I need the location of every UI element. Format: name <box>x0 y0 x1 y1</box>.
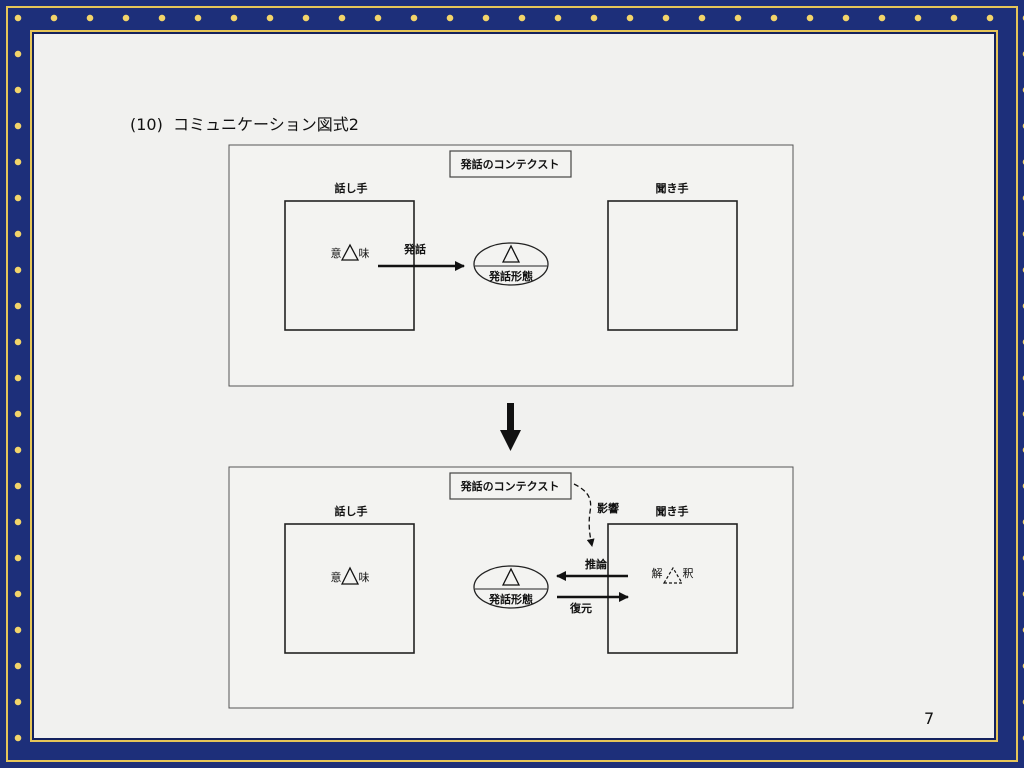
influence-label: 影響 <box>597 501 619 515</box>
bottom-speaker-box <box>284 523 415 654</box>
bottom-form-label: 発話形態 <box>488 592 533 606</box>
top-form-ellipse <box>473 242 549 286</box>
interpretation-triangle-icon <box>662 566 684 584</box>
top-listener-label: 聞き手 <box>656 181 689 195</box>
bottom-form-ellipse <box>473 565 549 609</box>
top-form-label: 発話形態 <box>488 269 533 283</box>
bottom-meaning-right: 味 <box>359 571 370 584</box>
top-listener-box <box>607 200 738 331</box>
top-speaker-label: 話し手 <box>335 181 368 195</box>
inference-label: 推論 <box>585 557 608 571</box>
top-meaning-right: 味 <box>359 247 370 260</box>
interpretation-left: 解 <box>652 566 663 580</box>
bottom-listener-label: 聞き手 <box>656 504 689 518</box>
bottom-context-box <box>449 472 572 500</box>
down-arrow-icon <box>500 403 521 451</box>
reconstruction-label: 復元 <box>569 601 592 615</box>
top-context-box <box>449 150 572 178</box>
bottom-listener-box <box>607 523 738 654</box>
influence-arrow <box>573 483 595 547</box>
slide-title: (10) コミュニケーション図式2 <box>130 115 359 134</box>
top-form-triangle-icon <box>501 244 521 263</box>
bottom-speaker-label: 話し手 <box>335 504 368 518</box>
page-number: 7 <box>924 709 935 728</box>
top-meaning-left: 意 <box>331 246 342 260</box>
top-context-label: 発話のコンテクスト <box>460 157 560 171</box>
bottom-context-label: 発話のコンテクスト <box>460 479 560 493</box>
top-meaning-triangle-icon <box>340 243 360 261</box>
bottom-form-triangle-icon <box>501 567 521 586</box>
bottom-meaning-triangle-icon <box>340 566 360 585</box>
bottom-panel-frame <box>228 466 794 709</box>
bottom-meaning-left: 意 <box>331 570 342 584</box>
top-panel: 発話のコンテクスト 話し手 聞き手 意 味 発話 発話形態 <box>228 144 794 387</box>
interpretation-right: 釈 <box>683 567 694 580</box>
top-utterance-label: 発話 <box>403 242 426 256</box>
bottom-panel: 発話のコンテクスト 話し手 聞き手 意 味 影響 推論 復元 解 釈 発話形態 <box>228 466 794 709</box>
